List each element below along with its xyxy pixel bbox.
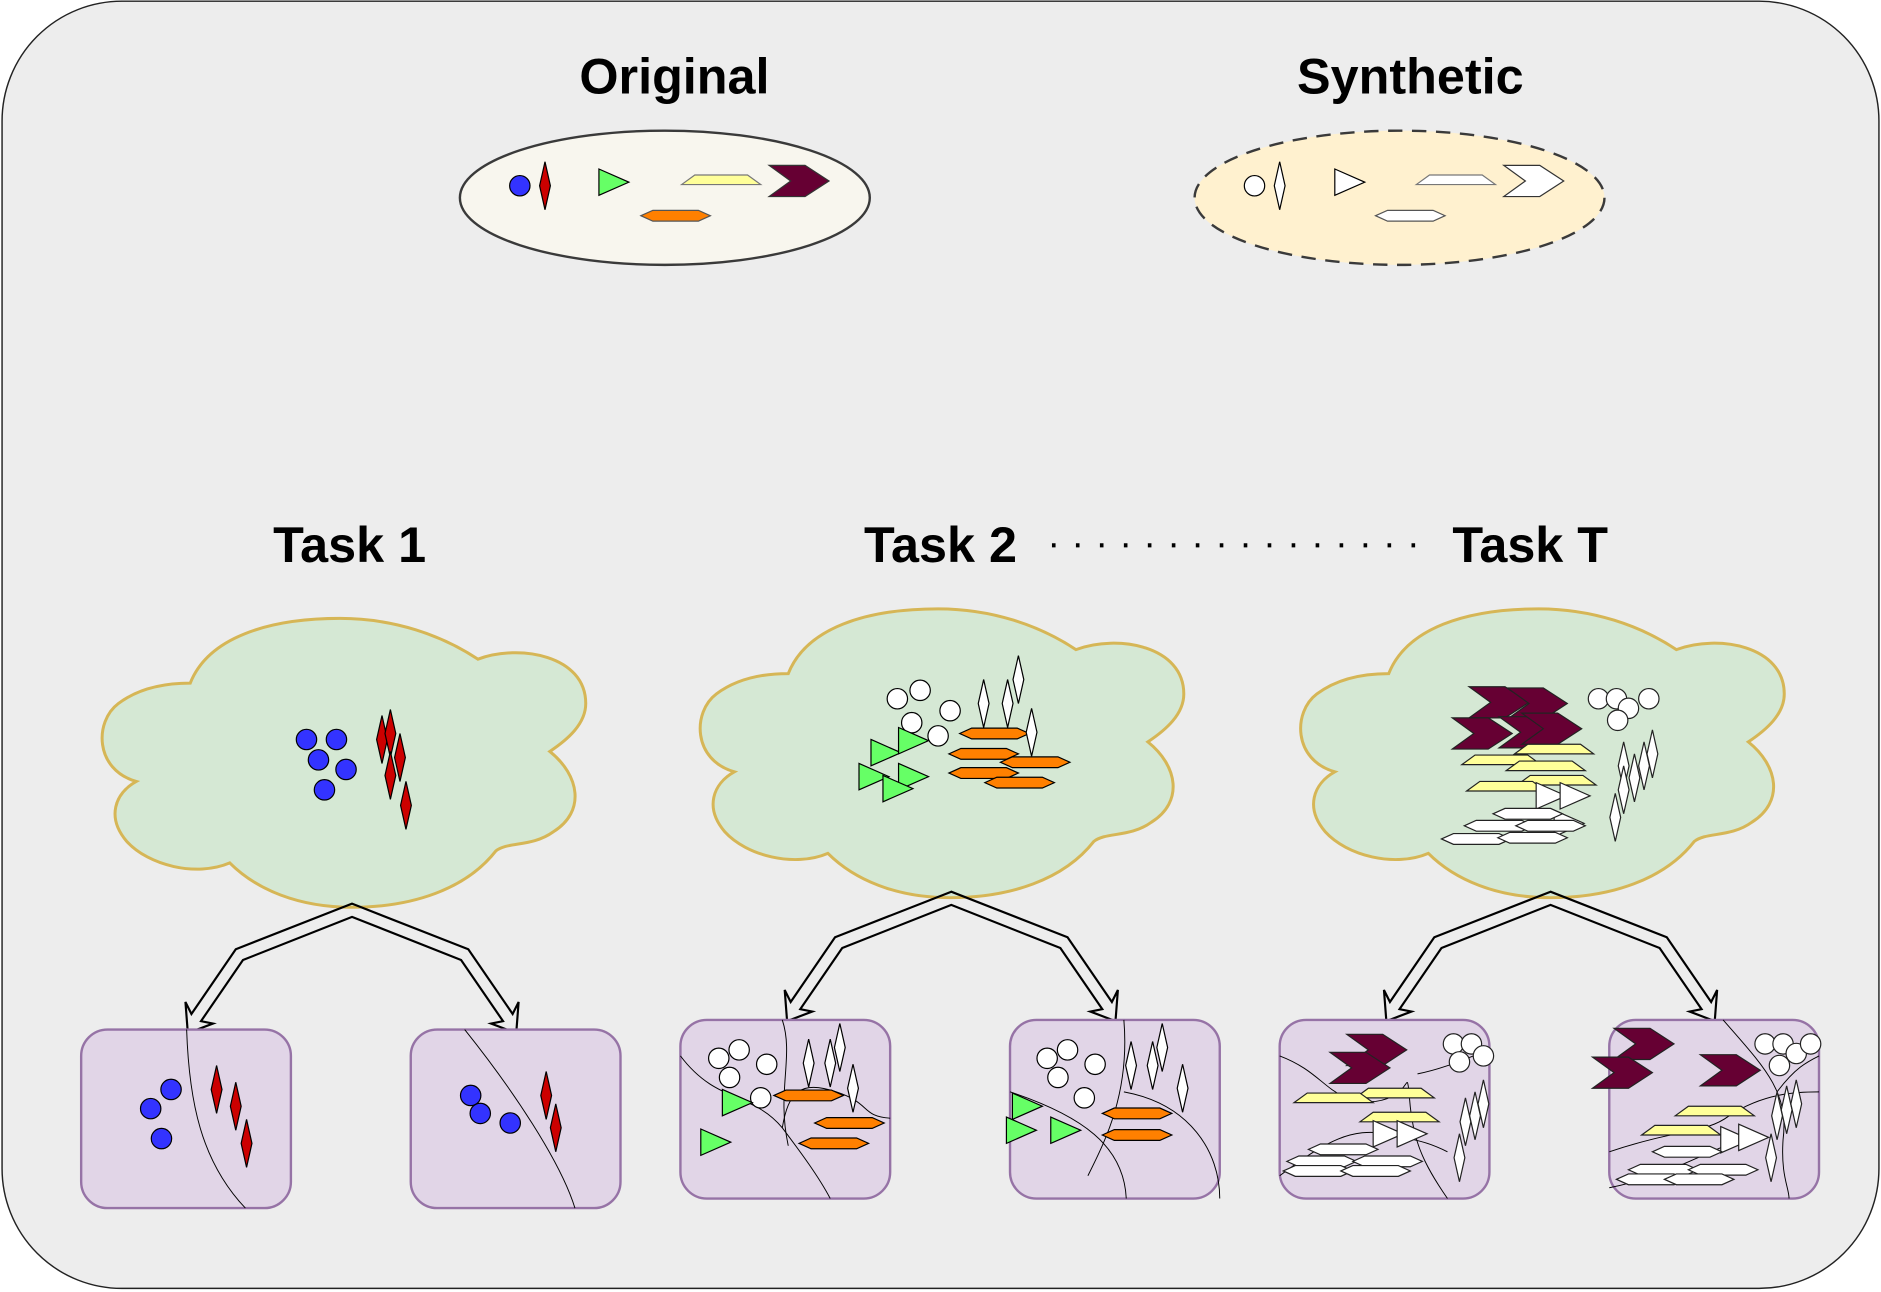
white-circle-icon (1243, 174, 1266, 197)
task-1-client-b (409, 1028, 622, 1210)
task-t-title: Task T (1452, 516, 1608, 573)
task-1-split-arrow-icon (184, 902, 520, 1035)
task-t-client-a (1278, 1018, 1495, 1200)
task-t-client-b (1591, 1018, 1822, 1200)
task-1-client-a (79, 1028, 293, 1210)
synthetic-pool-title: Synthetic (1297, 47, 1524, 104)
task-2-client-a (679, 1018, 892, 1200)
split-arrows (184, 890, 1719, 1035)
original-pool-title: Original (579, 47, 769, 104)
synthetic-pool (1193, 129, 1606, 267)
task-2-client-b (1005, 1018, 1221, 1200)
white-trapezoid-icon (1415, 174, 1497, 186)
blue-circle-icon (509, 174, 531, 197)
original-pool (458, 129, 871, 267)
orange-hexagon-icon (640, 209, 711, 222)
task-t-split-arrow-icon (1382, 890, 1719, 1023)
yellow-trapezoid-icon (681, 174, 762, 186)
task-2-title: Task 2 (864, 516, 1017, 573)
task-1-title: Task 1 (273, 516, 426, 573)
task-2-split-arrow-icon (783, 890, 1119, 1023)
white-hexagon-icon (1374, 209, 1446, 222)
